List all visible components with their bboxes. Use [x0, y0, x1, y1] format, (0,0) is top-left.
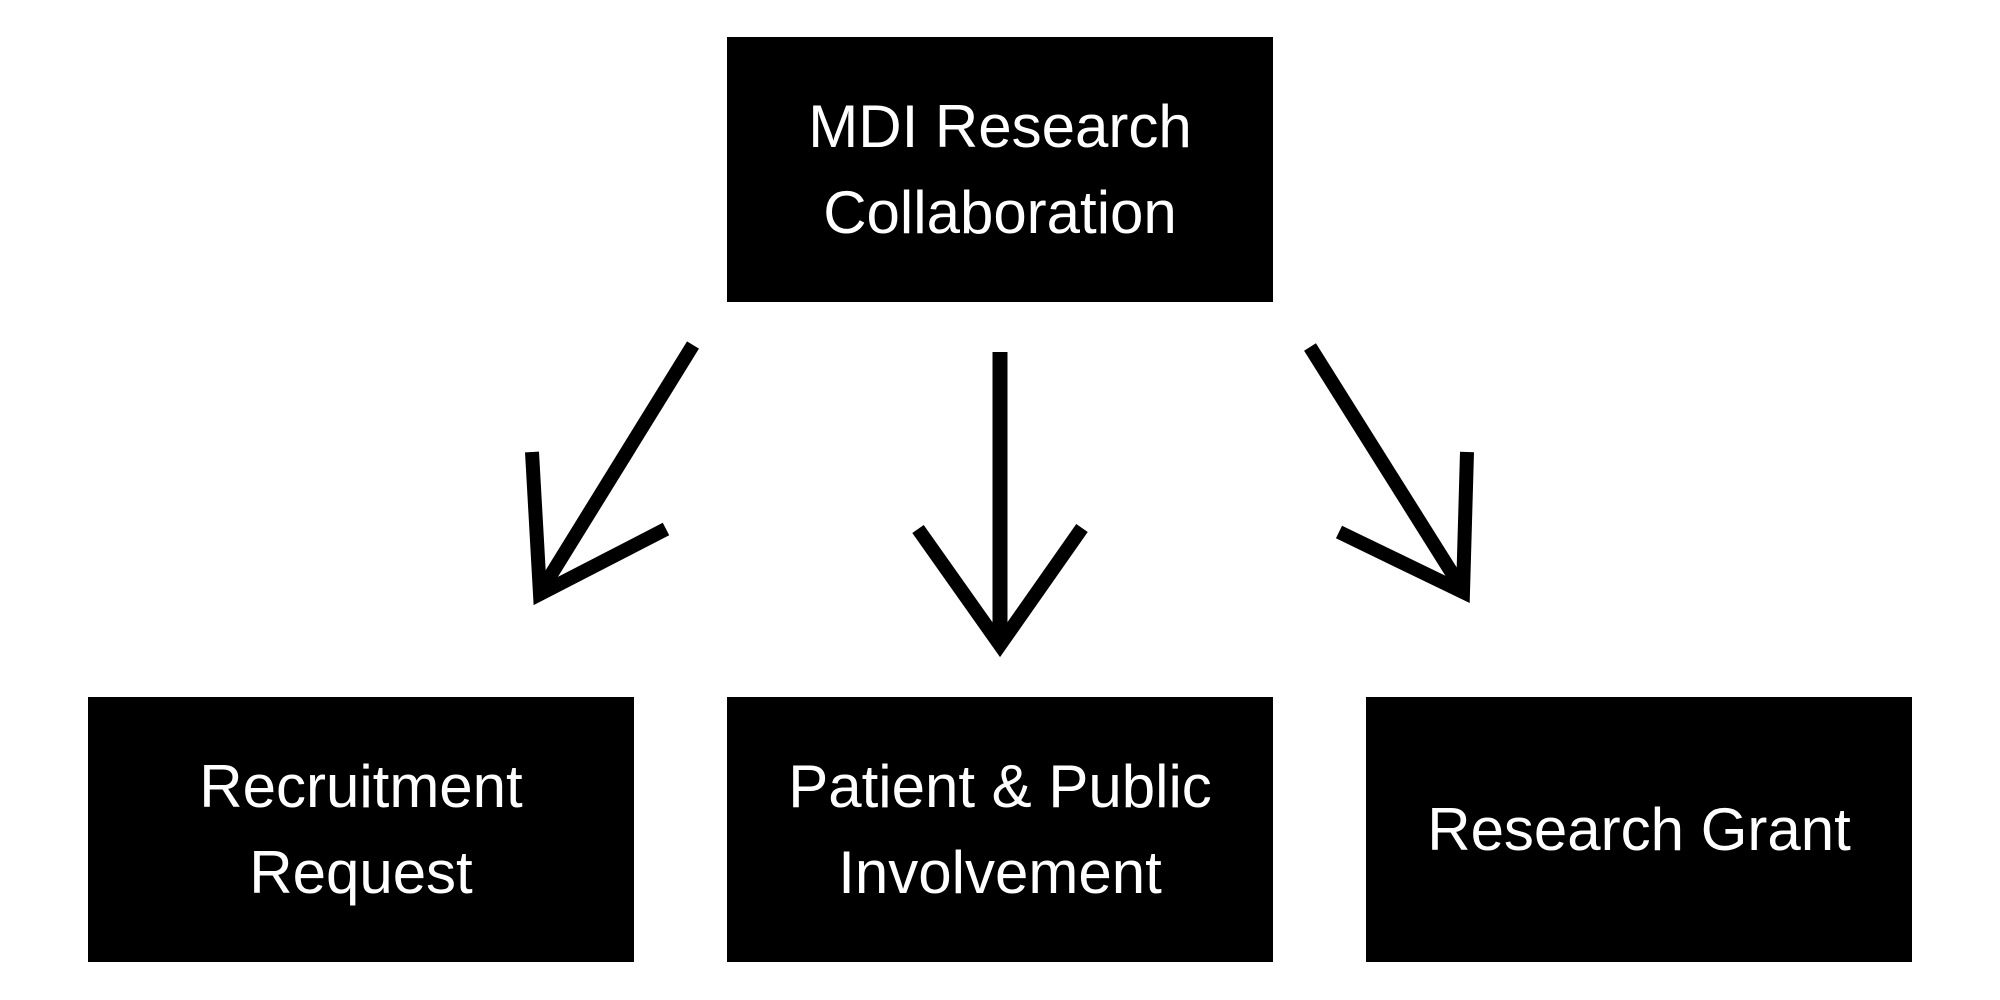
node-label: Research Grant — [1427, 795, 1851, 863]
node-research-grant: Research Grant — [1366, 697, 1912, 962]
node-mdi-research-collaboration: MDI Research Collaboration — [727, 37, 1273, 302]
node-patient-public-involvement: Patient & Public Involvement — [727, 697, 1273, 962]
node-label: Recruitment Request — [199, 752, 523, 906]
node-recruitment-request: Recruitment Request — [88, 697, 634, 962]
arrow-to-recruitment-request-icon — [525, 341, 699, 606]
node-label: Patient & Public Involvement — [788, 752, 1212, 906]
node-label: MDI Research Collaboration — [808, 92, 1192, 246]
arrow-to-patient-public-involvement-icon — [912, 352, 1088, 658]
arrow-to-research-grant-icon — [1304, 343, 1474, 604]
